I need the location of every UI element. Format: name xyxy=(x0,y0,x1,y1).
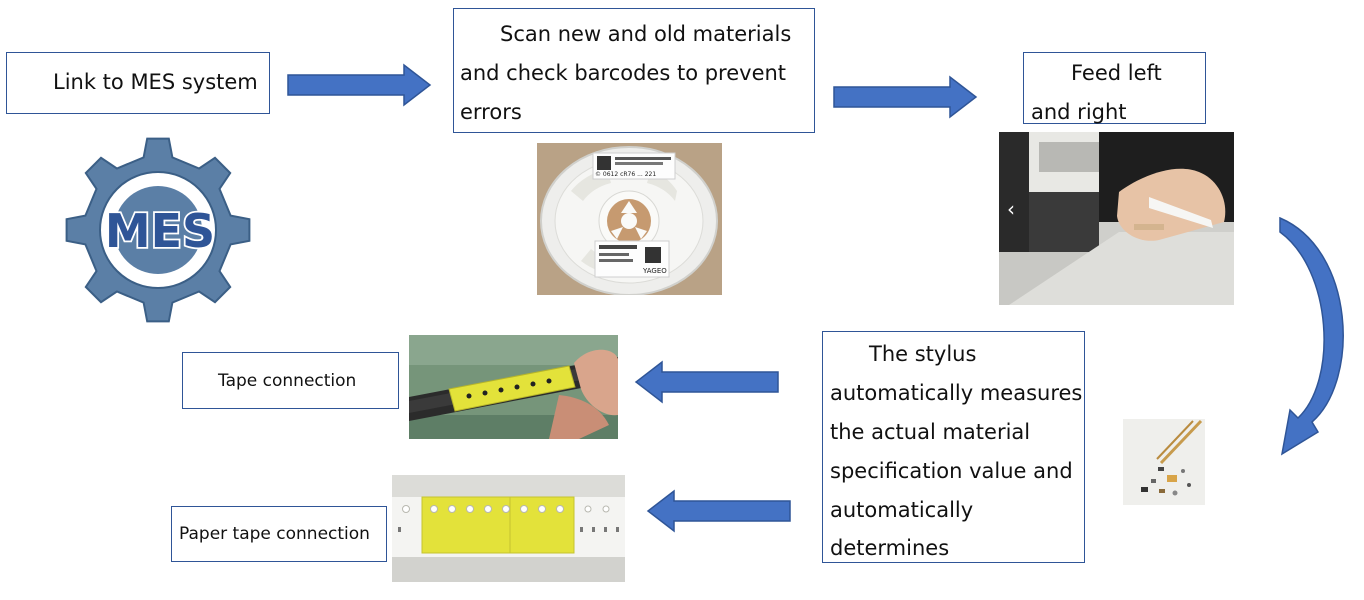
arrow-right-2 xyxy=(833,75,978,119)
step-scan-line2: and check barcodes to prevent xyxy=(460,61,787,85)
step-stylus: The stylus automatically measures the ac… xyxy=(822,331,1085,563)
step-tape-connection: Tape connection xyxy=(182,352,399,409)
arrow-right-1 xyxy=(287,63,432,107)
step-scan-materials: Scan new and old materials and check bar… xyxy=(453,8,815,133)
step-stylus-line5: automatically xyxy=(830,498,974,522)
feeder-nav-icon[interactable]: ‹ xyxy=(1007,197,1015,221)
step-tape-label: Tape connection xyxy=(218,371,357,391)
reel-label-text: © 0612 cR76 ... 221 xyxy=(595,171,656,178)
step-stylus-line1: The stylus xyxy=(869,342,977,366)
step-stylus-line3: the actual material xyxy=(830,420,1031,444)
step-scan-line1: Scan new and old materials xyxy=(500,22,792,46)
step-stylus-line2: automatically measures xyxy=(830,381,1083,405)
step-feed-line1: Feed left xyxy=(1071,61,1162,85)
step-paper-tape-connection: Paper tape connection xyxy=(171,506,387,562)
feeder-photo: ‹ xyxy=(999,132,1234,305)
mes-logo-text: MES xyxy=(105,204,215,258)
step-scan-line3: errors xyxy=(460,100,522,124)
step-feed: Feed left and right xyxy=(1023,52,1206,124)
step-link-mes-label: Link to MES system xyxy=(53,70,258,94)
arrow-curved-down xyxy=(1279,216,1344,456)
reel-photo: © 0612 cR76 ... 221 YAGEO xyxy=(537,143,722,295)
arrow-left-1 xyxy=(634,360,779,404)
arrow-left-2 xyxy=(646,489,791,533)
step-paper-tape-label: Paper tape connection xyxy=(179,524,370,544)
mes-gear-logo: MES xyxy=(65,137,251,323)
stylus-photo xyxy=(1123,419,1205,505)
step-link-mes: Link to MES system xyxy=(6,52,270,114)
step-feed-line2: and right xyxy=(1031,100,1127,124)
paper-tape-photo xyxy=(392,475,625,582)
step-stylus-line6: determines xyxy=(830,536,950,560)
tape-connection-photo xyxy=(409,335,618,439)
step-stylus-line4: specification value and xyxy=(830,459,1073,483)
reel-brand-text: YAGEO xyxy=(642,267,667,275)
